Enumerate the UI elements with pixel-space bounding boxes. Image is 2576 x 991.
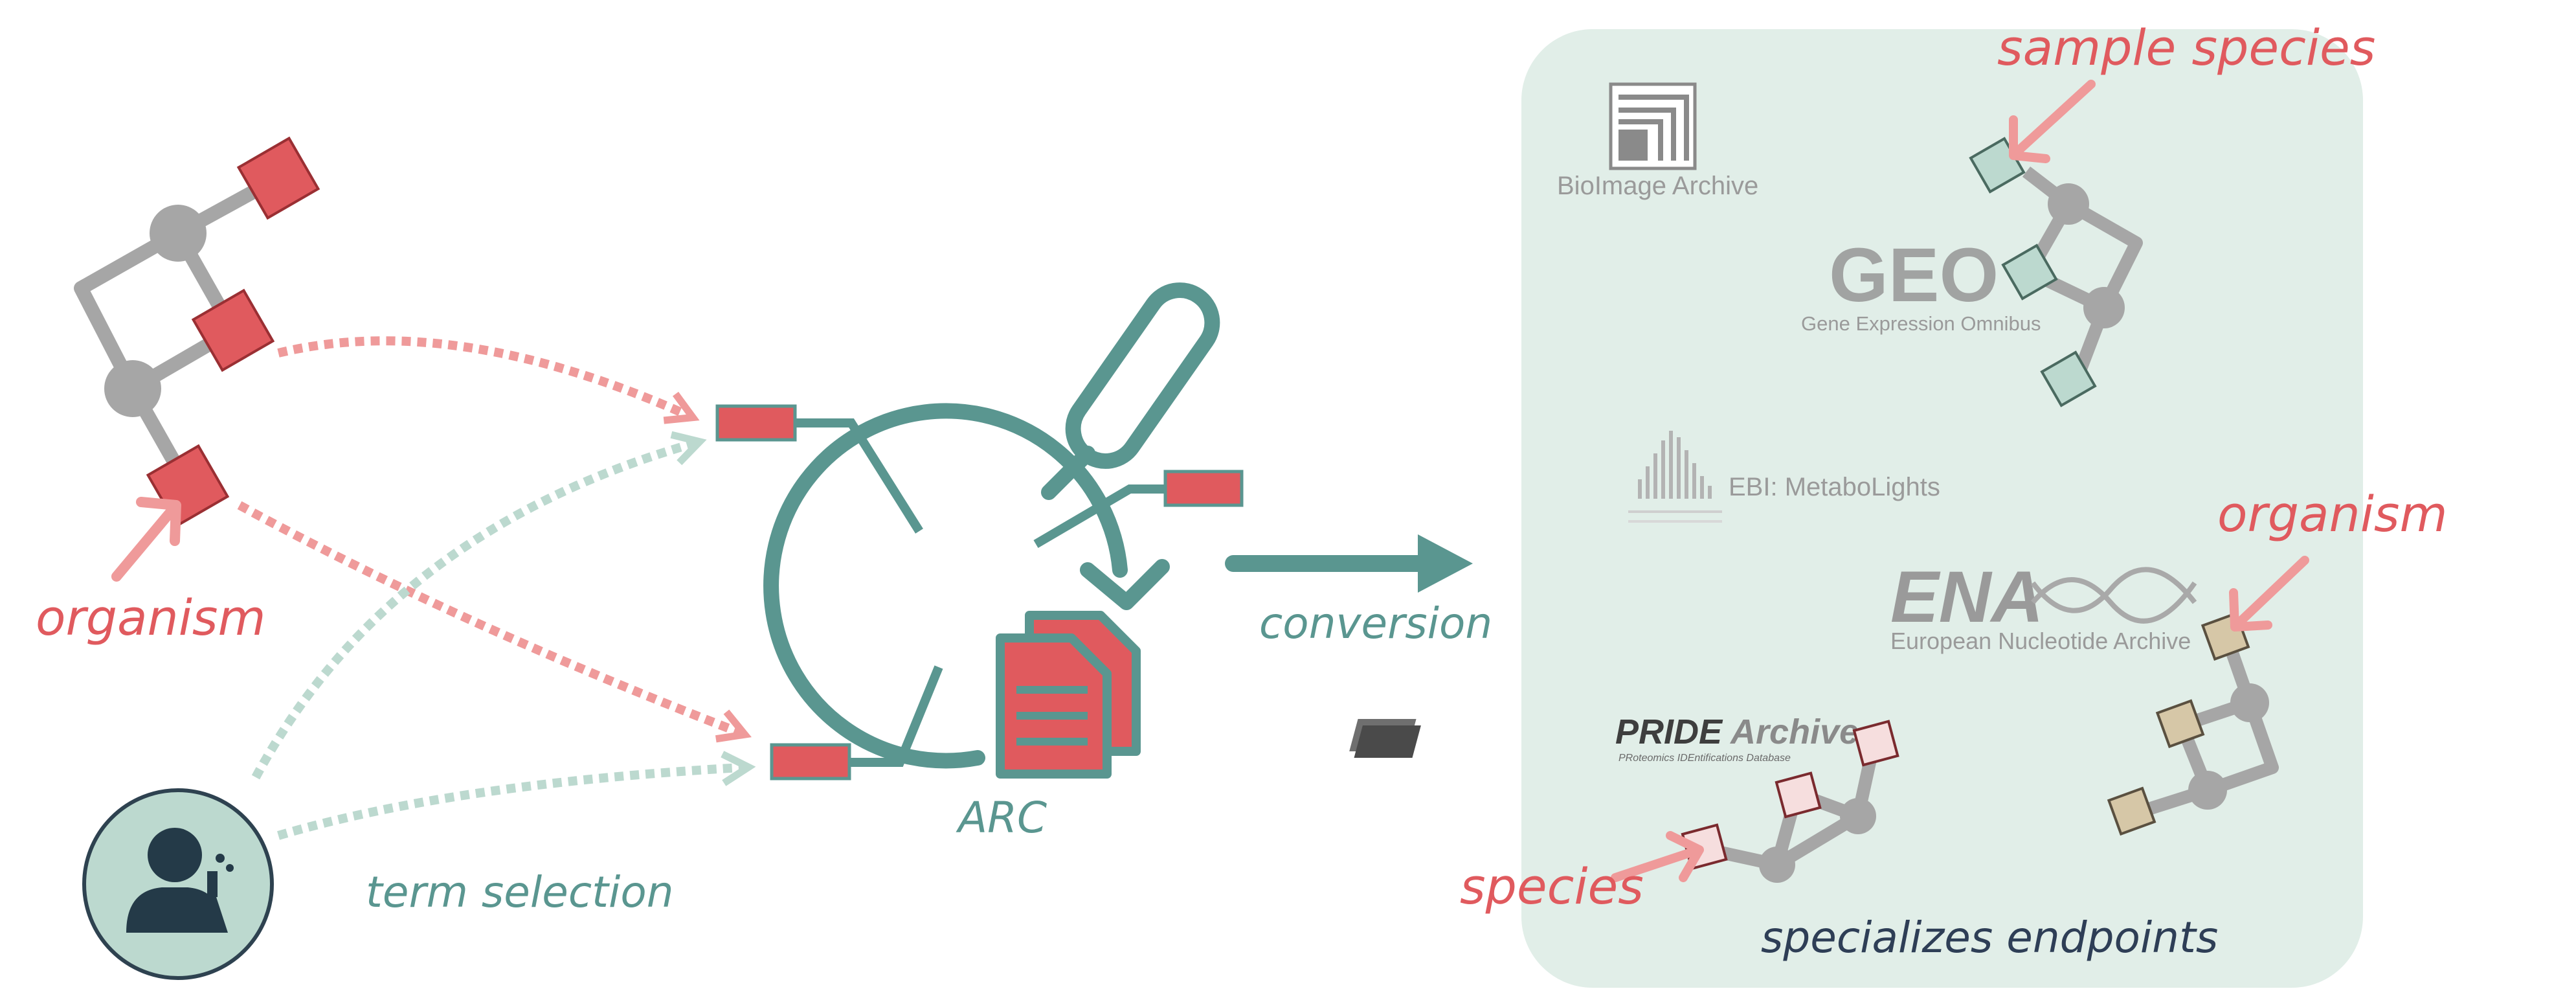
term-square [2155, 699, 2205, 749]
documents-icon [996, 611, 1141, 779]
metabolights-name: EBI: MetaboLights [1729, 473, 1940, 501]
term-square [1852, 720, 1899, 767]
tree-organism-ena [2107, 611, 2279, 836]
organism-label-left: organism [36, 589, 265, 646]
arc-symbol [715, 282, 1244, 780]
tree-edge [74, 227, 194, 490]
teal-dotted-arrow [277, 751, 756, 840]
endpoints-panel [1521, 29, 2363, 988]
organism-pointer-left [111, 497, 181, 582]
cycle-arrow-icon [763, 403, 1128, 769]
term-connector [795, 418, 923, 534]
pride-stack-icon [1349, 719, 1421, 758]
term-square [236, 136, 320, 220]
pipette-icon [1041, 282, 1220, 500]
term-selection-label: term selection [366, 867, 674, 917]
left-ontology-tree [74, 136, 320, 528]
term-square [1775, 771, 1822, 819]
arc-term-box [770, 743, 851, 780]
metabolights-bars-icon [1638, 431, 1712, 499]
tree-node [2188, 771, 2227, 810]
pride-archive-logo: PRIDE Archive PRoteomics IDEntifications… [1349, 712, 1859, 764]
organism-label-right: organism [2217, 485, 2447, 543]
geo-logo-text: GEO [1829, 233, 1999, 318]
ena-logo-text: ENA [1890, 556, 2043, 637]
arc-label: ARC [956, 793, 1047, 843]
pointer-arrow-head [136, 497, 181, 546]
geo-name: Gene Expression Omnibus [1801, 312, 2041, 335]
sample-species-label: sample species [1997, 19, 2375, 76]
geo-logo: GEO Gene Expression Omnibus [1801, 233, 2041, 335]
conversion-arrow [1225, 534, 1473, 593]
conversion-label: conversion [1259, 598, 1492, 648]
tree-node [2083, 287, 2125, 328]
scientist-avatar [82, 788, 274, 980]
term-square [146, 444, 230, 528]
species-pointer [1611, 831, 1704, 882]
term-square [2107, 786, 2156, 836]
tree-node [2048, 183, 2089, 225]
ena-name: European Nucleotide Archive [1890, 628, 2191, 654]
organism-pointer-right [2229, 556, 2309, 632]
avatar-circle [82, 788, 274, 980]
ena-logo: ENA European Nucleotide Archive [1890, 556, 2197, 654]
tree-node [2230, 683, 2269, 722]
tree-node [150, 205, 207, 262]
sample-species-pointer [2009, 80, 2096, 163]
tree-sample-species [1969, 137, 2143, 407]
bioimage-archive-logo: BioImage Archive [1557, 82, 1758, 200]
pride-subtitle: PRoteomics IDEntifications Database [1618, 753, 1791, 764]
red-dotted-arrow [277, 336, 700, 424]
dotted-arrows [237, 336, 756, 840]
term-square [2001, 244, 2058, 301]
svg-text:PRIDE Archive: PRIDE Archive [1615, 712, 1859, 751]
panel-caption: specializes endpoints [1761, 913, 2218, 963]
term-connector [1033, 484, 1165, 549]
species-label: species [1460, 858, 1644, 915]
term-connector [849, 665, 943, 767]
pointer-arrow [111, 503, 179, 582]
tree-node [1759, 847, 1795, 883]
tree-node [1840, 798, 1876, 834]
scientist-icon [126, 828, 234, 933]
dna-helix-icon [2030, 577, 2197, 624]
tree-node [104, 360, 161, 417]
red-dotted-arrow [237, 501, 752, 743]
arc-term-box [715, 404, 797, 442]
term-square [2040, 350, 2097, 407]
metabolights-logo: EBI: MetaboLights [1628, 431, 1940, 523]
teal-dotted-arrow [251, 431, 707, 780]
pride-logo-rest: Archive [1722, 712, 1859, 751]
arc-term-box [1163, 470, 1244, 507]
cycle-arrow-head [1080, 559, 1170, 610]
pride-logo-bold: PRIDE [1615, 712, 1723, 751]
term-square [191, 288, 275, 372]
bioimage-archive-name: BioImage Archive [1557, 172, 1758, 200]
